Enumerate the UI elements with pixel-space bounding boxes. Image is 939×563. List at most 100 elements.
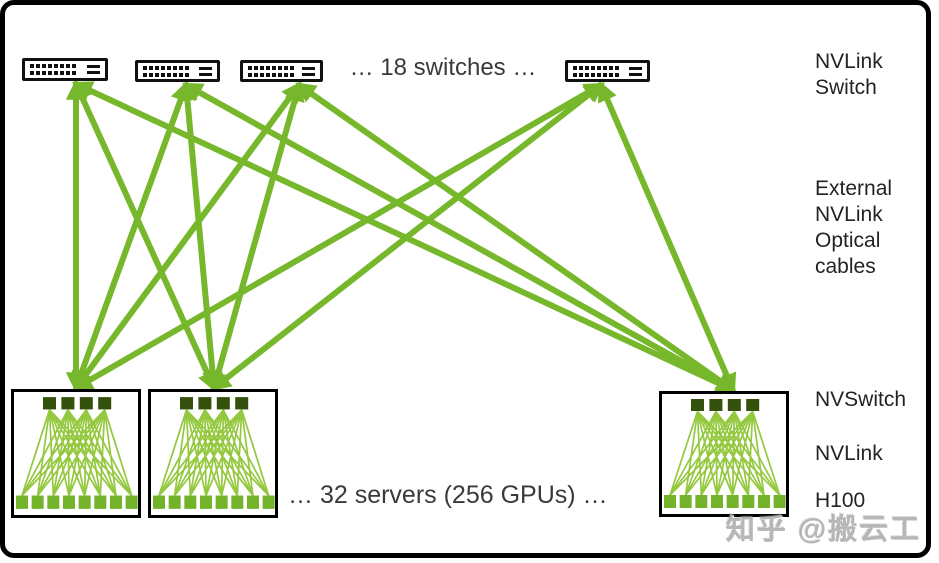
internal-nvlink-line — [67, 409, 102, 496]
internal-nvlink-line — [669, 411, 699, 496]
internal-nvlink-line — [173, 409, 243, 497]
nvswitch-chip — [691, 399, 704, 411]
nvswitch-chip — [235, 397, 249, 410]
internal-nvlink-line — [222, 409, 239, 496]
h100-gpu-chip — [773, 495, 786, 508]
internal-nvlink-line — [185, 409, 207, 496]
label-external-nvlink-optical-cables: External NVLink Optical cables — [815, 177, 893, 278]
h100-gpu-chip — [262, 495, 275, 509]
internal-nvlink-line — [731, 411, 736, 496]
h100-gpu-chip — [679, 495, 692, 508]
equals-icon — [87, 65, 100, 74]
internal-nvlink-line — [185, 409, 223, 496]
internal-nvlink-line — [158, 409, 243, 497]
label-nvlink-switch: NVLink Switch — [815, 50, 883, 99]
internal-nvlink-line — [68, 409, 106, 496]
internal-nvlink-line — [669, 410, 754, 496]
nvswitch-chip — [746, 399, 760, 411]
h100-gpu-chip — [153, 495, 165, 509]
h100-gpu-chip — [215, 495, 228, 509]
internal-nvlink-line — [68, 409, 88, 496]
internal-nvlink-line — [204, 409, 207, 496]
internal-nvlink-line — [52, 409, 69, 496]
server-count-caption: … 32 servers (256 GPUs) … — [288, 481, 608, 509]
internal-nvlink-line — [36, 409, 51, 496]
internal-nvlink-line — [684, 411, 717, 496]
nvswitch-chip — [98, 397, 112, 410]
nvswitch-chip — [180, 397, 193, 410]
internal-nvlink-line — [173, 409, 206, 496]
internal-nvlink-line — [83, 409, 106, 496]
nvswitch-chip — [79, 397, 93, 410]
internal-nvlink-line — [747, 411, 754, 496]
h100-gpu-chip — [109, 495, 122, 509]
internal-nvlink-line — [48, 409, 102, 496]
internal-nvlink-line — [715, 411, 734, 496]
internal-nvlink-line — [700, 411, 754, 496]
internal-nvlink-line — [751, 411, 781, 496]
server-box — [148, 389, 278, 518]
h100-gpu-chip — [94, 495, 107, 509]
internal-nvlink-line — [103, 409, 117, 496]
server-internal-topology — [153, 397, 275, 509]
h100-gpu-chip — [184, 495, 197, 509]
internal-nvlink-line — [751, 411, 765, 496]
internal-nvlink-line — [36, 409, 88, 496]
internal-nvlink-line — [684, 411, 699, 496]
watermark: 知乎 @搬云工 — [726, 514, 922, 546]
internal-nvlink-line — [36, 409, 106, 497]
internal-nvlink-line — [185, 409, 192, 496]
nvlink-switch-icon — [565, 60, 650, 82]
internal-nvlink-line — [220, 409, 243, 496]
internal-nvlink-line — [83, 409, 88, 496]
h100-gpu-chip — [78, 495, 91, 509]
h100-gpu-chip — [246, 495, 259, 509]
internal-nvlink-line — [696, 411, 734, 496]
internal-nvlink-line — [173, 409, 188, 496]
internal-nvlink-line — [189, 409, 243, 496]
switch-count-caption: … 18 switches … — [349, 54, 537, 81]
h100-gpu-chip — [199, 495, 212, 509]
internal-nvlink-line — [52, 409, 88, 496]
h100-gpu-chip — [757, 495, 770, 508]
server-internal-topology — [16, 397, 138, 509]
nvswitch-chip — [727, 399, 741, 411]
h100-gpu-chip — [125, 495, 138, 509]
internal-nvlink-line — [21, 409, 51, 496]
h100-gpu-chip — [62, 495, 75, 509]
internal-nvlink-line — [158, 409, 206, 496]
internal-nvlink-line — [52, 409, 106, 496]
internal-nvlink-line — [731, 411, 754, 496]
internal-nvlink-line — [220, 409, 225, 496]
nvswitch-chip — [43, 397, 56, 410]
nvswitch-chip — [216, 397, 230, 410]
switch-ports-icon — [30, 64, 76, 75]
nvlink-switch-icon — [22, 58, 108, 81]
h100-gpu-chip — [168, 495, 181, 509]
internal-nvlink-line — [733, 411, 750, 496]
nvlink-switch-icon — [135, 60, 220, 82]
label-nvswitch: NVSwitch — [815, 388, 907, 411]
internal-nvlink-line — [21, 409, 87, 497]
internal-nvlink-line — [185, 409, 239, 496]
internal-nvlink-line — [173, 409, 225, 496]
internal-nvlink-line — [236, 409, 243, 496]
equals-icon — [629, 66, 642, 76]
internal-nvlink-line — [48, 409, 70, 496]
switch-ports-icon — [248, 65, 294, 77]
internal-nvlink-line — [684, 411, 736, 496]
h100-gpu-chip — [726, 495, 739, 508]
equals-icon — [302, 66, 315, 76]
internal-nvlink-line — [48, 409, 55, 496]
internal-nvlink-line — [240, 409, 254, 496]
internal-nvlink-line — [21, 409, 69, 496]
internal-nvlink-line — [696, 411, 718, 496]
internal-nvlink-line — [36, 409, 69, 496]
internal-nvlink-line — [21, 409, 106, 497]
h100-gpu-chip — [664, 495, 676, 508]
internal-nvlink-line — [67, 409, 86, 496]
internal-nvlink-line — [716, 411, 736, 496]
internal-nvlink-line — [240, 409, 270, 496]
h100-gpu-chip — [695, 495, 708, 508]
